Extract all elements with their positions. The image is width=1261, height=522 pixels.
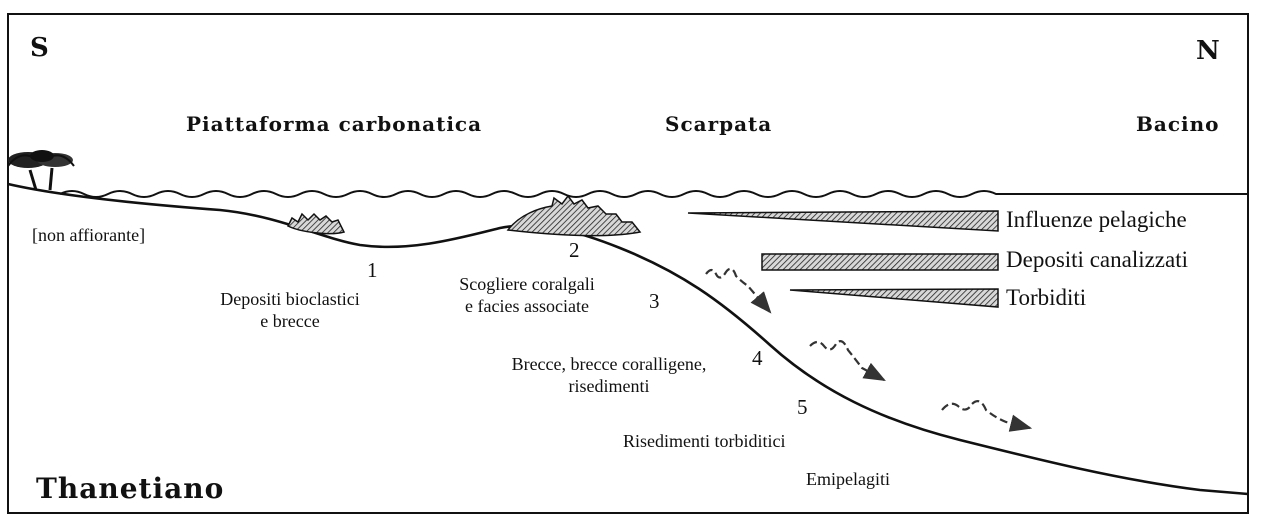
zone4-number: 4 [752, 346, 763, 371]
zone2-number: 2 [569, 238, 580, 263]
sea-surface-line [60, 191, 1248, 197]
zone1-number: 1 [367, 258, 378, 283]
heading-platform: Piattaforma carbonatica [186, 112, 482, 136]
zone4-label: Brecce, brecce coralligene, risedimenti [474, 353, 744, 397]
zone1-label: Depositi bioclastici e brecce [190, 288, 390, 332]
coral-reef-icon [508, 196, 640, 236]
legend-pelagic: Influenze pelagiche [1006, 207, 1187, 233]
flow-arrow-icon [942, 401, 1030, 428]
age-label: Thanetiano [36, 472, 224, 505]
channelized-bar [762, 254, 998, 270]
zone2-label: Scogliere coralgali e facies associate [432, 273, 622, 317]
reef-patch-icon [288, 214, 344, 234]
zone5-label: Risedimenti torbiditici [623, 430, 785, 452]
flow-arrow-icon [810, 341, 884, 380]
zone3-number: 3 [649, 289, 660, 314]
direction-north: N [1196, 36, 1220, 66]
direction-south: S [30, 33, 49, 63]
pelagic-wedge [688, 211, 998, 231]
palm-tree-icon [8, 150, 74, 190]
legend-channelized: Depositi canalizzati [1006, 247, 1188, 273]
flow-arrow-icon [706, 269, 770, 312]
label-non-outcropping: [non affiorante] [32, 224, 145, 246]
label-emipelagiti: Emipelagiti [806, 468, 890, 490]
heading-basin: Bacino [1136, 112, 1220, 136]
zone5-number: 5 [797, 395, 808, 420]
turbidite-wedge [790, 289, 998, 307]
heading-slope: Scarpata [665, 112, 772, 136]
legend-turbidites: Torbiditi [1006, 285, 1086, 311]
